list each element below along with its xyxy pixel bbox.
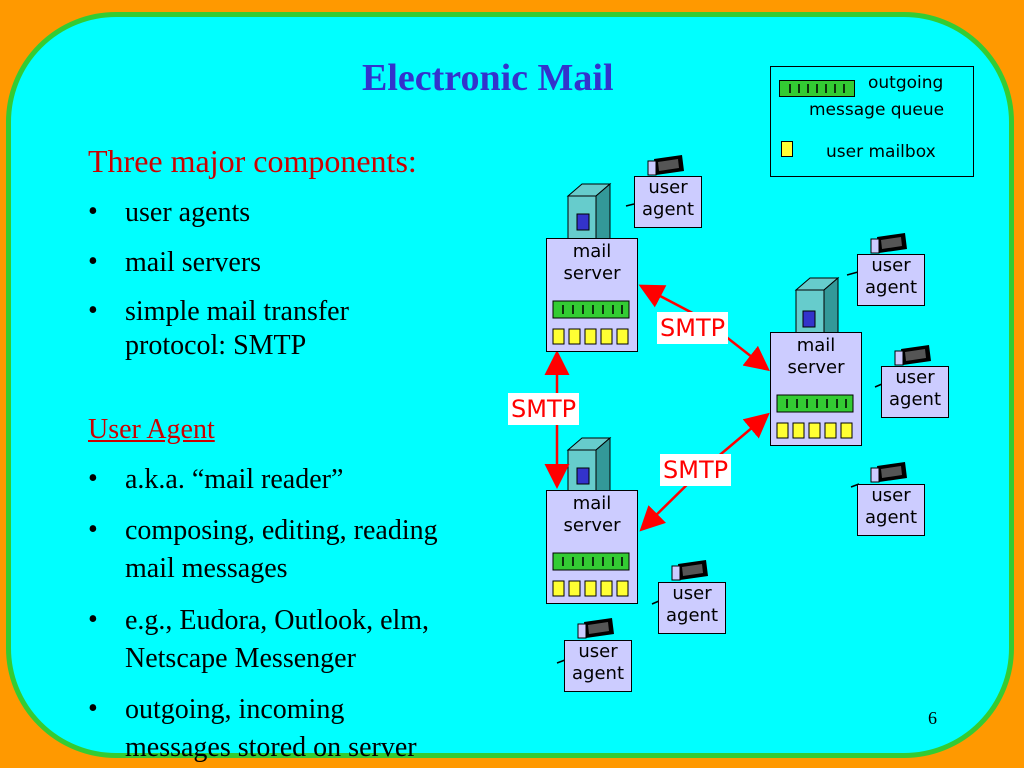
user-agent: user agent (658, 582, 726, 634)
component-item: protocol: SMTP (125, 330, 307, 361)
user-agent: user agent (564, 640, 632, 692)
mail-server-label: mail (796, 335, 836, 356)
user-agent-heading: User Agent (88, 414, 215, 445)
server-tower-icon (566, 182, 612, 241)
terminal-icon (577, 618, 614, 639)
server-tower-icon (794, 276, 840, 335)
ua-point: outgoing, incoming (125, 694, 345, 725)
mail-server-label: mail (572, 241, 612, 262)
user-agent-label: agent (865, 277, 917, 298)
bullet-icon: • (88, 295, 98, 326)
mail-server-label: server (563, 263, 621, 284)
bullet-icon: • (88, 693, 98, 724)
component-item: user agents (125, 197, 251, 228)
smtp-label: SMTP (508, 393, 580, 425)
legend-queue-label: outgoing (868, 73, 944, 93)
component-item: simple mail transfer (125, 296, 349, 327)
server-tower-icon (566, 436, 612, 495)
queue-and-mailboxes (552, 300, 630, 345)
mail-server: mail server (770, 332, 862, 446)
user-agent: user agent (634, 176, 702, 228)
ua-point: e.g., Eudora, Outlook, elm, (125, 605, 430, 636)
terminal-icon (647, 155, 684, 176)
ua-point: Netscape Messenger (125, 643, 356, 674)
components-heading: Three major components: (88, 143, 417, 179)
terminal-icon (671, 560, 708, 581)
mail-server-label: server (787, 357, 845, 378)
bullet-icon: • (88, 463, 98, 494)
user-agent-label: user (871, 255, 911, 276)
message-queue-icon (779, 80, 855, 97)
mail-server-label: server (563, 515, 621, 536)
user-agent: user agent (857, 254, 925, 306)
slide-title: Electronic Mail (362, 57, 614, 99)
user-agent: user agent (881, 366, 949, 418)
user-agent-label: user (578, 641, 618, 662)
user-agent-label: agent (642, 199, 694, 220)
ua-point: composing, editing, reading (125, 515, 438, 546)
mailbox-icon (781, 141, 793, 157)
mail-server: mail server (546, 490, 638, 604)
terminal-icon (870, 233, 907, 254)
user-agent: user agent (857, 484, 925, 536)
smtp-label: SMTP (660, 454, 732, 486)
user-agent-label: user (895, 367, 935, 388)
user-agent-label: user (871, 485, 911, 506)
ua-point: a.k.a. “mail reader” (125, 464, 344, 495)
bullet-icon: • (88, 196, 98, 227)
terminal-icon (870, 462, 907, 483)
user-agent-label: user (672, 583, 712, 604)
queue-and-mailboxes (552, 552, 630, 597)
mail-server: mail server (546, 238, 638, 352)
ua-point: mail messages (125, 553, 288, 584)
legend-queue-label-2: message queue (809, 100, 945, 120)
page-number: 6 (928, 708, 937, 728)
bullet-icon: • (88, 604, 98, 635)
user-agent-label: agent (666, 605, 718, 626)
legend-mailbox-label: user mailbox (826, 142, 936, 162)
user-agent-label: agent (572, 663, 624, 684)
bullet-icon: • (88, 514, 98, 545)
mail-server-label: mail (572, 493, 612, 514)
component-item: mail servers (125, 247, 262, 278)
terminal-icon (894, 345, 931, 366)
smtp-label: SMTP (657, 312, 729, 344)
legend: outgoing message queue user mailbox (770, 66, 974, 177)
ua-point: messages stored on server (125, 732, 417, 763)
user-agent-label: agent (889, 389, 941, 410)
user-agent-label: user (648, 177, 688, 198)
user-agent-label: agent (865, 507, 917, 528)
connector-lines (556, 203, 883, 664)
queue-and-mailboxes (776, 394, 854, 439)
bullet-icon: • (88, 246, 98, 277)
